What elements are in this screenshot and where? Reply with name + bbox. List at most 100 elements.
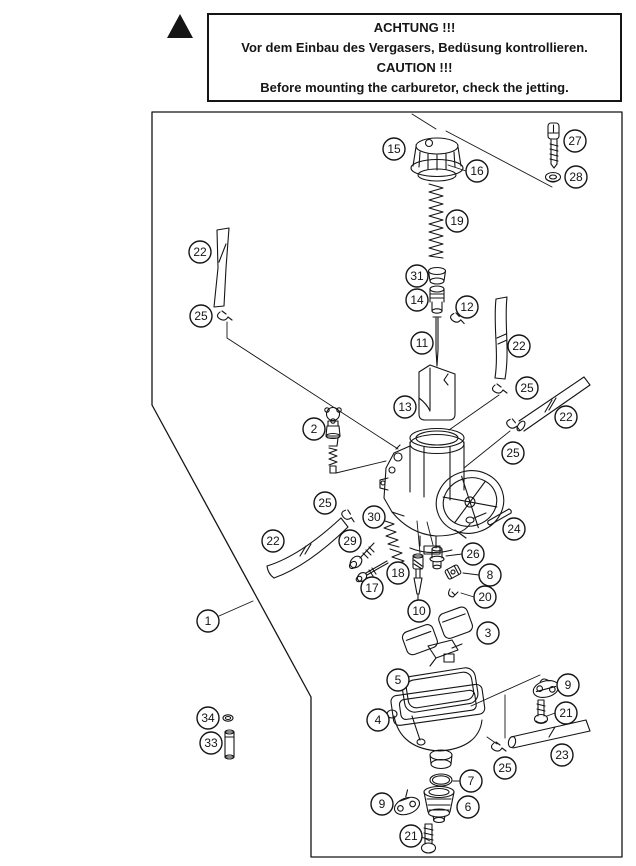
callout-24: 24 [502,517,526,541]
svg-text:25: 25 [498,761,512,775]
callout-26: 26 [461,542,485,566]
svg-text:27: 27 [568,134,582,148]
part-22-hose-upper-left-drawing [213,227,230,308]
svg-text:11: 11 [416,336,429,350]
svg-text:5: 5 [395,673,402,687]
svg-text:22: 22 [193,245,207,259]
svg-text:29: 29 [343,534,357,548]
part-17-screw-drawing [355,560,389,583]
part-30-spring-drawing [381,519,400,548]
svg-text:19: 19 [450,214,464,228]
callout-1: 1 [196,609,220,633]
part-34-oring-drawing [222,714,234,722]
part-28-nut-drawing [544,171,562,183]
callout-18: 18 [386,561,410,585]
callout-25: 25 [189,304,213,328]
callout-30: 30 [362,505,386,529]
part-9-bracket-bottom-drawing [393,789,421,816]
part-10-needle-valve-drawing [412,553,424,603]
leader-lines [218,113,556,842]
callout-22: 22 [188,240,212,264]
part-13-throttle-slide-drawing [418,364,456,421]
svg-text:31: 31 [410,269,424,283]
part-6-plug-drawing [423,785,455,824]
warning-line-de-title: ACHTUNG !!! [373,19,456,35]
callout-13: 13 [393,395,417,419]
svg-text:23: 23 [555,748,569,762]
warning-line-en-text: Before mounting the carburetor, check th… [260,79,569,95]
callout-28: 28 [564,165,588,189]
svg-text:21: 21 [404,829,418,843]
part-1-carburetor-body-drawing [379,427,505,555]
svg-text:8: 8 [487,568,494,582]
svg-text:22: 22 [266,534,280,548]
part-15-16-cap-drawing [410,137,464,182]
callout-29: 29 [338,529,362,553]
svg-text:16: 16 [470,164,484,178]
part-31-drawing [427,266,447,285]
part-20-clip-drawing [448,588,459,598]
callout-20: 20 [473,585,497,609]
warning-line-de-text: Vor dem Einbau des Vergasers, Bedüsung k… [241,39,588,55]
callout-25: 25 [493,756,517,780]
svg-text:25: 25 [506,446,520,460]
callout-11: 11 [410,331,434,355]
part-5-gasket-drawing [401,667,479,713]
svg-text:25: 25 [194,309,208,323]
svg-text:24: 24 [507,522,521,536]
svg-text:20: 20 [478,590,492,604]
part-14-drawing [429,285,445,314]
svg-text:22: 22 [512,339,526,353]
svg-text:34: 34 [201,711,215,725]
callout-3: 3 [476,621,500,645]
part-22-hose-right-vertical-drawing [494,296,508,380]
part-29-screw-drawing [348,542,375,570]
part-23-hose-drawing [507,719,591,749]
callout-23: 23 [550,743,574,767]
part-7-oring-drawing [429,773,453,787]
svg-text:14: 14 [410,293,424,307]
svg-text:25: 25 [520,381,534,395]
part-2-choke-drawing [324,406,342,474]
svg-text:33: 33 [204,736,218,750]
svg-text:2: 2 [311,422,318,436]
part-21-screw-bottom-drawing [420,823,437,854]
callout-19: 19 [445,209,469,233]
warning-triangle-icon [167,14,193,38]
callout-9: 9 [556,673,580,697]
part-21-screw-right-drawing [533,699,549,725]
svg-text:21: 21 [559,706,573,720]
part-19-spring-drawing [428,183,444,259]
svg-text:13: 13 [398,400,412,414]
callout-7: 7 [459,769,483,793]
warning-box: ACHTUNG !!! Vor dem Einbau des Vergasers… [207,13,622,102]
svg-text:9: 9 [565,678,572,692]
svg-text:28: 28 [569,170,583,184]
part-9-bracket-right-drawing [532,678,560,698]
callout-25: 25 [313,491,337,515]
warning-line-en-title: CAUTION !!! [376,59,453,75]
svg-text:12: 12 [460,300,474,314]
callout-2: 2 [302,417,326,441]
callout-31: 31 [405,264,429,288]
part-26-jet-drawing [429,546,445,570]
part-24-rod-drawing [487,508,512,526]
svg-text:26: 26 [466,547,480,561]
svg-text:9: 9 [379,797,386,811]
callout-27: 27 [563,129,587,153]
callout-12: 12 [455,295,479,319]
svg-text:25: 25 [318,496,332,510]
callout-22: 22 [507,334,531,358]
svg-text:22: 22 [559,410,573,424]
svg-text:15: 15 [387,142,401,156]
callout-16: 16 [465,159,489,183]
svg-text:1: 1 [205,614,212,628]
part-8-jet-drawing [444,564,462,580]
callout-4: 4 [366,708,390,732]
callout-14: 14 [405,288,429,312]
callout-34: 34 [196,706,220,730]
diagram-frame [151,111,623,858]
